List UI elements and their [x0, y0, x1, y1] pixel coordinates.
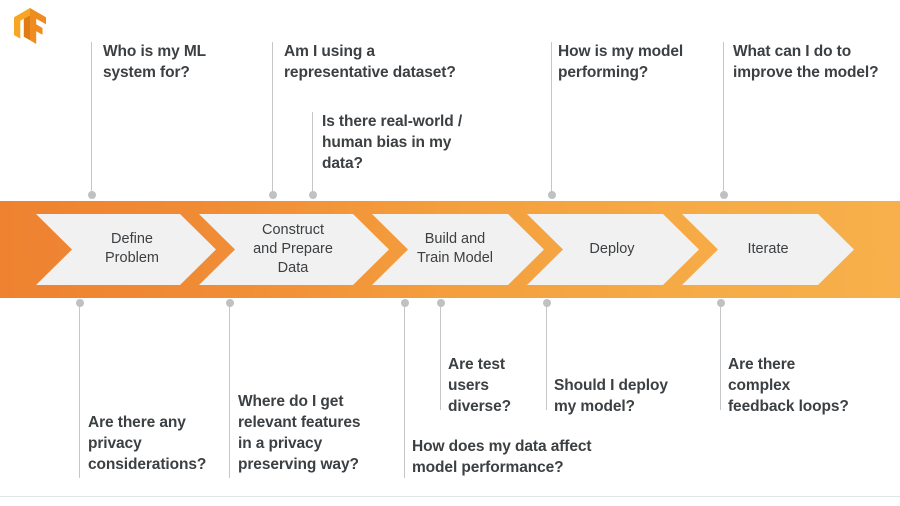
- connector-dot: [87, 191, 96, 199]
- question-complex-feedback-loops: Are there complex feedback loops?: [728, 356, 849, 415]
- connector-dot: [308, 191, 317, 199]
- question-should-i-deploy-my-model: Should I deploy my model?: [554, 377, 668, 415]
- tensorflow-logo-icon: [14, 8, 46, 44]
- connector-dot: [716, 299, 725, 307]
- chevron-iterate[interactable]: [682, 214, 854, 285]
- connector-line-below-1: [75, 299, 84, 478]
- connector-line-below-5: [542, 299, 551, 410]
- connector-dot: [400, 299, 409, 307]
- connector-dot: [225, 299, 234, 307]
- chevron-label-build-train-model: Build and Train Model: [416, 231, 494, 266]
- question-relevant-features-privacy: Where do I get relevant features in a pr…: [238, 393, 361, 473]
- connector-dot: [542, 299, 551, 307]
- chevron-define-problem[interactable]: [36, 214, 216, 285]
- connector-line-below-3: [400, 299, 409, 478]
- connector-dot: [436, 299, 445, 307]
- pipeline-band-graphic: [0, 201, 900, 298]
- question-improve-the-model: What can I do to improve the model?: [733, 43, 879, 81]
- connector-line-below-2: [225, 299, 234, 478]
- connector-dot: [547, 191, 556, 199]
- chevron-label-iterate: Iterate: [747, 241, 789, 257]
- question-data-affect-model-performance: How does my data affect model performanc…: [412, 438, 592, 476]
- tensorflow-logo: [14, 8, 46, 44]
- connector-dot: [268, 191, 277, 199]
- chevron-build-train-model[interactable]: [372, 214, 544, 285]
- connector-line-above-1: [87, 42, 96, 199]
- connector-line-above-5: [719, 42, 728, 199]
- question-privacy-considerations: Are there any privacy considerations?: [88, 414, 207, 473]
- connector-line-above-2: [268, 42, 277, 199]
- chevron-label-construct-prepare-data: Construct and Prepare Data: [253, 222, 333, 276]
- question-real-world-human-bias: Is there real-world / human bias in my d…: [322, 113, 463, 172]
- chevron-label-define-problem: Define Problem: [105, 231, 159, 266]
- connector-line-above-4: [547, 42, 556, 199]
- question-how-is-my-model-performing: How is my model performing?: [558, 43, 684, 81]
- connector-line-above-3: [308, 112, 317, 199]
- connector-dot: [719, 191, 728, 199]
- chevron-deploy[interactable]: [527, 214, 699, 285]
- chevron-label-deploy: Deploy: [589, 241, 635, 257]
- footer-divider: [0, 496, 900, 497]
- question-who-is-my-ml-system-for: Who is my ML system for?: [103, 43, 206, 81]
- chevron-construct-prepare-data[interactable]: [199, 214, 389, 285]
- connector-dot: [75, 299, 84, 307]
- question-representative-dataset: Am I using a representative dataset?: [284, 43, 456, 81]
- connector-line-below-4: [436, 299, 445, 410]
- connector-line-below-6: [716, 299, 725, 410]
- pipeline-band: Define Problem Construct and Prepare Dat…: [0, 201, 900, 298]
- question-test-users-diverse: Are test users diverse?: [448, 356, 511, 415]
